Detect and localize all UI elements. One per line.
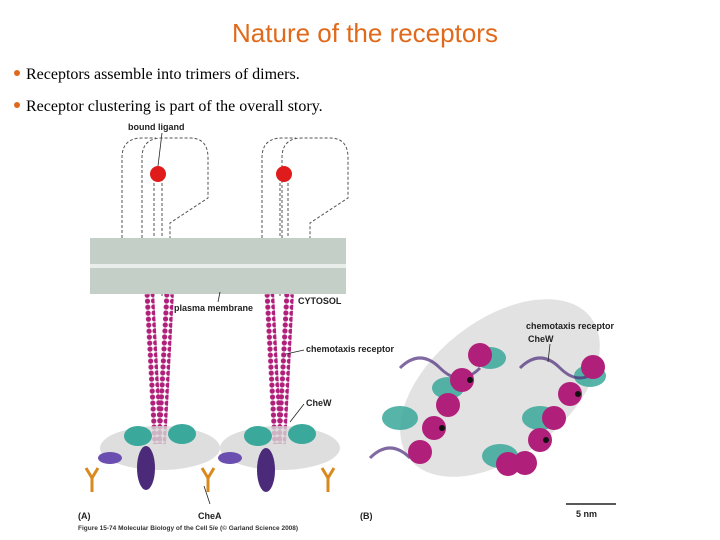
chew-pointer-b	[547, 343, 551, 363]
chew-pointer-a	[289, 403, 305, 423]
slide-title: Nature of the receptors	[232, 18, 498, 48]
bullet-item-1: Receptors assemble into trimers of dimer…	[14, 66, 300, 84]
ligand-icon	[276, 166, 292, 182]
bullet-text-1: Receptors assemble into trimers of dimer…	[26, 66, 300, 83]
cytosol-label: CYTOSOL	[298, 296, 342, 306]
receptor-dimer-left	[121, 137, 209, 296]
chemotaxis-receptor-label-a: chemotaxis receptor	[306, 344, 395, 354]
panel-a-label: (A)	[78, 511, 91, 521]
bullet-dot-icon	[14, 70, 20, 77]
scale-bar-label: 5 nm	[576, 509, 597, 519]
receptor-helices-right	[264, 293, 294, 445]
receptor-lattice-b	[368, 299, 606, 477]
bullet-text-2: Receptor clustering is part of the overa…	[26, 98, 323, 115]
panel-b-label: (B)	[360, 511, 373, 521]
bound-ligand-label: bound ligand	[128, 122, 185, 132]
chew-label-b: CheW	[528, 334, 554, 344]
chea-pointer	[203, 485, 211, 505]
membrane-pointer	[217, 291, 221, 303]
ligand-icon	[150, 166, 166, 182]
receptor-figure: bound ligand CYTOSOL plasma membrane che…	[78, 122, 616, 532]
plasma-membrane-label: plasma membrane	[174, 303, 253, 313]
figure-caption: Figure 15-74 Molecular Biology of the Ce…	[78, 524, 298, 532]
chea-label: CheA	[198, 511, 222, 521]
plasma-membrane	[90, 238, 346, 294]
receptor-pointer-a	[285, 349, 305, 355]
bullet-item-2: Receptor clustering is part of the overa…	[14, 98, 323, 116]
signaling-complex-a	[84, 424, 340, 492]
chew-label-a: CheW	[306, 398, 332, 408]
bullet-dot-icon	[14, 102, 20, 109]
receptor-dimer-right	[261, 137, 349, 296]
receptor-helices-left	[144, 293, 174, 445]
chemotaxis-receptor-label-b: chemotaxis receptor	[526, 321, 615, 331]
